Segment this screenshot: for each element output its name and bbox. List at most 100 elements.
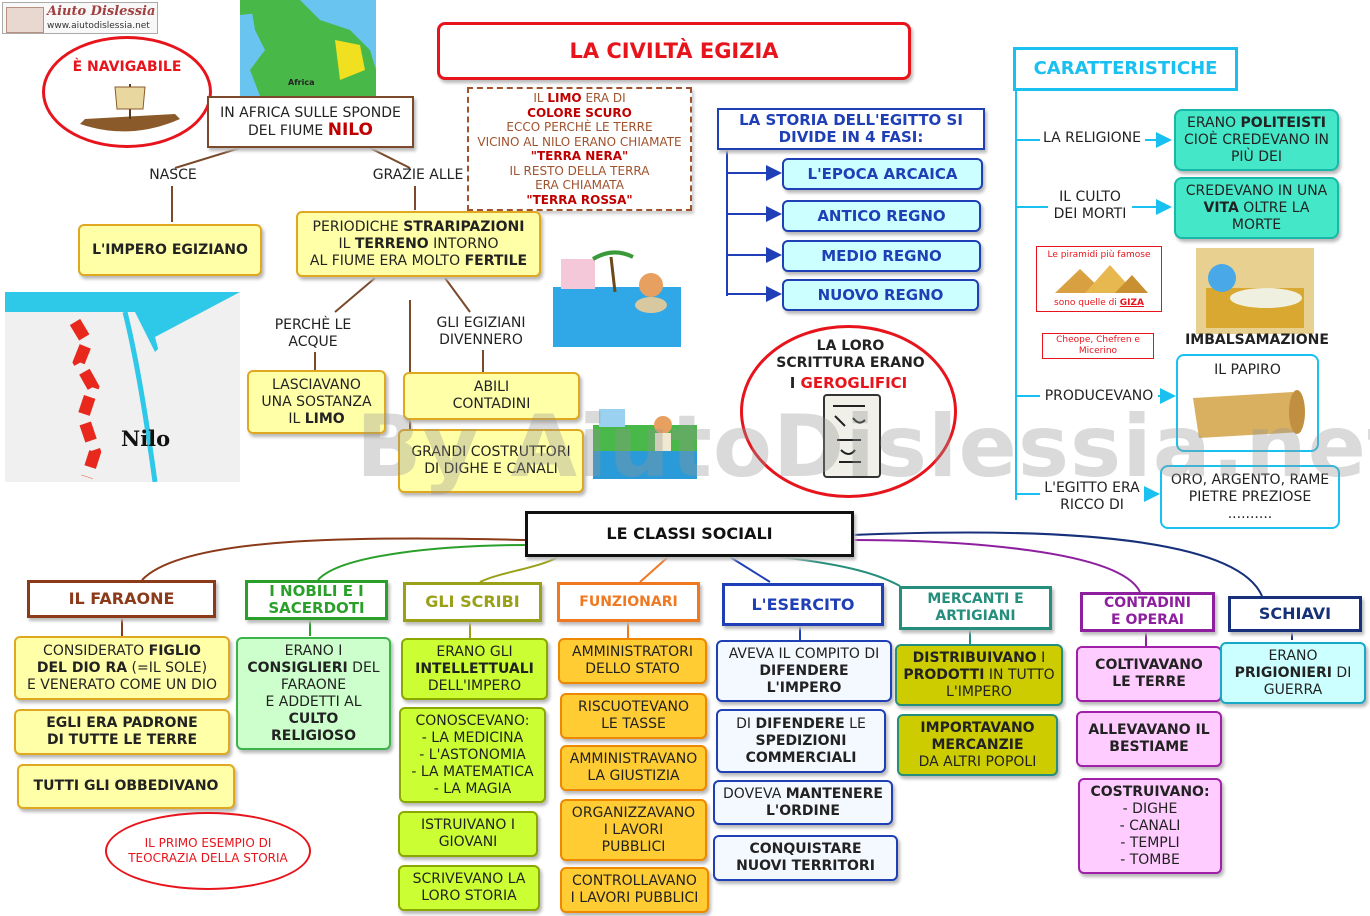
papiro-box: IL PAPIRO — [1176, 354, 1319, 452]
scribi-b1-b: INTELLETTUALI — [415, 660, 534, 677]
piramidi-b: sono quelle di — [1054, 298, 1120, 308]
faraone-b1: CONSIDERATO FIGLIO DEL DIO RA (=IL SOLE)… — [14, 636, 230, 700]
faraoni-piramidi-text: Cheope, Chefren e Micerino — [1056, 335, 1140, 356]
culto-a: CREDEVANO IN UNA — [1185, 182, 1328, 199]
piramidi-line2: sono quelle di GIZA — [1037, 298, 1161, 308]
esercito-b3: DOVEVA MANTENERE L'ORDINE — [713, 780, 893, 825]
storia-title: LA STORIA DELL'EGITTO SI DIVIDE IN 4 FAS… — [739, 111, 963, 146]
limo-l2: COLORE SCURO — [527, 105, 632, 120]
scrittura-b: I — [789, 374, 801, 392]
funzionari-item-5: CONTROLLAVANO I LAVORI PUBBLICI — [560, 867, 709, 913]
contadini-header: CONTADINI E OPERAI — [1080, 592, 1215, 632]
limo-l8: "TERRA ROSSA" — [526, 192, 633, 207]
nobili-b1: ERANO I CONSIGLIERI DEL FARAONE E ADDETT… — [236, 637, 391, 750]
scribi-b3-text: ISTRUIVANO I GIOVANI — [420, 817, 515, 850]
mercanti-b1-a: DISTRIBUIVANO — [912, 649, 1037, 666]
mercanti-b2-a: IMPORTAVANO MERCANZIE — [920, 719, 1035, 753]
strar-f: AL FIUME ERA MOLTO — [309, 252, 465, 269]
esercito-b3-b: MANTENERE L'ORDINE — [766, 785, 883, 819]
impero-text: L'IMPERO EGIZIANO — [92, 241, 248, 258]
imbalsamazione-label: IMBALSAMAZIONE — [1185, 332, 1329, 348]
piramidi-a: Le piramidi più famose — [1047, 250, 1151, 260]
contadini-b1: COLTIVAVANO LE TERRE — [1076, 646, 1222, 702]
esercito-b1: AVEVA IL COMPITO DI DIFENDERE L'IMPERO — [716, 640, 892, 702]
pyramids-icon — [1055, 265, 1148, 293]
funzionari-title: FUNZIONARI — [579, 594, 678, 610]
lasciavano-a: LASCIAVANO UNA SOSTANZA — [261, 376, 372, 410]
label-grazie: GRAZIE ALLE — [372, 167, 464, 183]
contadini-b3: COSTRUIVANO: - DIGHE - CANALI - TEMPLI -… — [1078, 778, 1222, 874]
funzionari-item-text: ORGANIZZAVANO I LAVORI PUBBLICI — [571, 804, 696, 855]
brand-name: Aiuto Dislessia — [47, 4, 156, 19]
scrittura-c: GEROGLIFICI — [800, 374, 908, 392]
scribi-b2-item: - LA MAGIA — [433, 780, 512, 797]
faraone-header: IL FARAONE — [27, 580, 216, 618]
straripazioni-box: PERIODICHE STRARIPAZIONI IL TERRENO INTO… — [296, 211, 541, 277]
nobili-b1-a: ERANO I — [284, 642, 343, 659]
label-perche: PERCHÈ LE ACQUE — [274, 317, 352, 350]
limo-l4: VICINO AL NILO ERANO CHIAMATE — [477, 134, 682, 149]
strar-c: IL — [338, 235, 355, 252]
schiavi-b1-a: ERANO — [1268, 647, 1318, 664]
papyrus-icon — [1193, 390, 1305, 438]
scribi-title: GLI SCRIBI — [425, 592, 520, 611]
schiavi-header: SCHIAVI — [1228, 596, 1362, 632]
religione-b: POLITEISTI — [1240, 114, 1326, 131]
mercanti-title: MERCANTI E ARTIGIANI — [927, 591, 1024, 624]
funzionari-item-2: RISCUOTEVANO LE TASSE — [560, 693, 707, 739]
mummy-image — [1196, 248, 1314, 334]
faraone-b3: TUTTI GLI OBBEDIVANO — [17, 764, 235, 809]
scribi-b1-a: ERANO GLI — [436, 643, 513, 660]
farmers-image — [593, 405, 697, 479]
contadini-b3-item: - DIGHE — [1122, 800, 1178, 817]
scribi-b4-text: SCRIVEVANO LA LORO STORIA — [412, 871, 526, 904]
mercanti-b1-b: I — [1036, 649, 1046, 666]
contadini-b3-a: COSTRUIVANO: — [1090, 783, 1210, 800]
schiavi-b1-c: DI GUERRA — [1263, 664, 1352, 698]
contadini-b3-item: - CANALI — [1119, 817, 1181, 834]
nobili-b1-c: DEL FARAONE — [280, 659, 380, 693]
nobili-b1-e: CULTO RELIGIOSO — [270, 710, 357, 744]
ricchezze-2: PIETRE PREZIOSE — [1188, 488, 1312, 505]
scrittura-a: LA LORO SCRITTURA ERANO — [776, 338, 925, 371]
culto-b: VITA — [1203, 199, 1239, 216]
faraone-b2: EGLI ERA PADRONE DI TUTTE LE TERRE — [14, 709, 230, 755]
culto-box: CREDEVANO IN UNA VITA OLTRE LA MORTE — [1174, 177, 1339, 239]
piramidi-box: Le piramidi più famose sono quelle di GI… — [1036, 246, 1162, 312]
brand-url: www.aiutodislessia.net — [47, 21, 150, 31]
limo-l3: ECCO PERCHÈ LE TERRE — [506, 120, 653, 134]
contadini-b2: ALLEVAVANO IL BESTIAME — [1076, 711, 1222, 767]
label-religione: LA RELIGIONE — [1043, 130, 1141, 146]
faraoni-piramidi-box: Cheope, Chefren e Micerino — [1042, 333, 1154, 359]
phase-1-text: L'EPOCA ARCAICA — [807, 164, 958, 183]
ricchezze-1: ORO, ARGENTO, RAME — [1170, 471, 1330, 488]
funzionari-item-text: AMMINISTRATORI DELLO STATO — [572, 644, 693, 677]
piramidi-c: GIZA — [1119, 298, 1144, 308]
mercanti-b2: IMPORTAVANO MERCANZIE DA ALTRI POPOLI — [897, 714, 1058, 776]
religione-a: ERANO — [1187, 114, 1241, 131]
brand-logo[interactable]: Aiuto Dislessia www.aiutodislessia.net — [2, 2, 158, 34]
mercanti-b1-d: IN TUTTO L'IMPERO — [946, 666, 1055, 700]
navigabile-ellipse: È NAVIGABILE — [42, 36, 212, 148]
abili-contadini-box: ABILI CONTADINI — [403, 372, 580, 420]
nilo-box-text: IN AFRICA SULLE SPONDE DEL FIUME — [220, 104, 401, 139]
flood-image — [553, 247, 681, 347]
funzionari-item-4: ORGANIZZAVANO I LAVORI PUBBLICI — [560, 799, 707, 861]
classi-header: LE CLASSI SOCIALI — [525, 511, 854, 557]
scribi-b2-a: CONOSCEVANO: — [415, 712, 530, 729]
religione-c: CIOÈ CREDEVANO IN PIÙ DEI — [1184, 131, 1329, 165]
strar-e: INTORNO — [428, 235, 499, 252]
religione-box: ERANO POLITEISTI CIOÈ CREDEVANO IN PIÙ D… — [1174, 109, 1339, 171]
faraone-b1-b: FIGLIO — [148, 642, 201, 659]
classi-title: LE CLASSI SOCIALI — [606, 524, 773, 543]
label-culto: IL CULTO DEI MORTI — [1053, 189, 1127, 222]
scribi-b1: ERANO GLI INTELLETTUALI DELL'IMPERO — [401, 638, 548, 700]
esercito-b3-a: DOVEVA — [723, 785, 786, 802]
phase-1: L'EPOCA ARCAICA — [782, 158, 983, 190]
esercito-b2: DI DIFENDERE LE SPEDIZIONI COMMERCIALI — [716, 709, 886, 773]
book-icon — [6, 7, 44, 33]
phase-3-text: MEDIO REGNO — [821, 246, 942, 265]
funzionari-item-3: AMMINISTRAVANO LA GIUSTIZIA — [560, 745, 707, 791]
esercito-header: L'ESERCITO — [722, 583, 884, 626]
